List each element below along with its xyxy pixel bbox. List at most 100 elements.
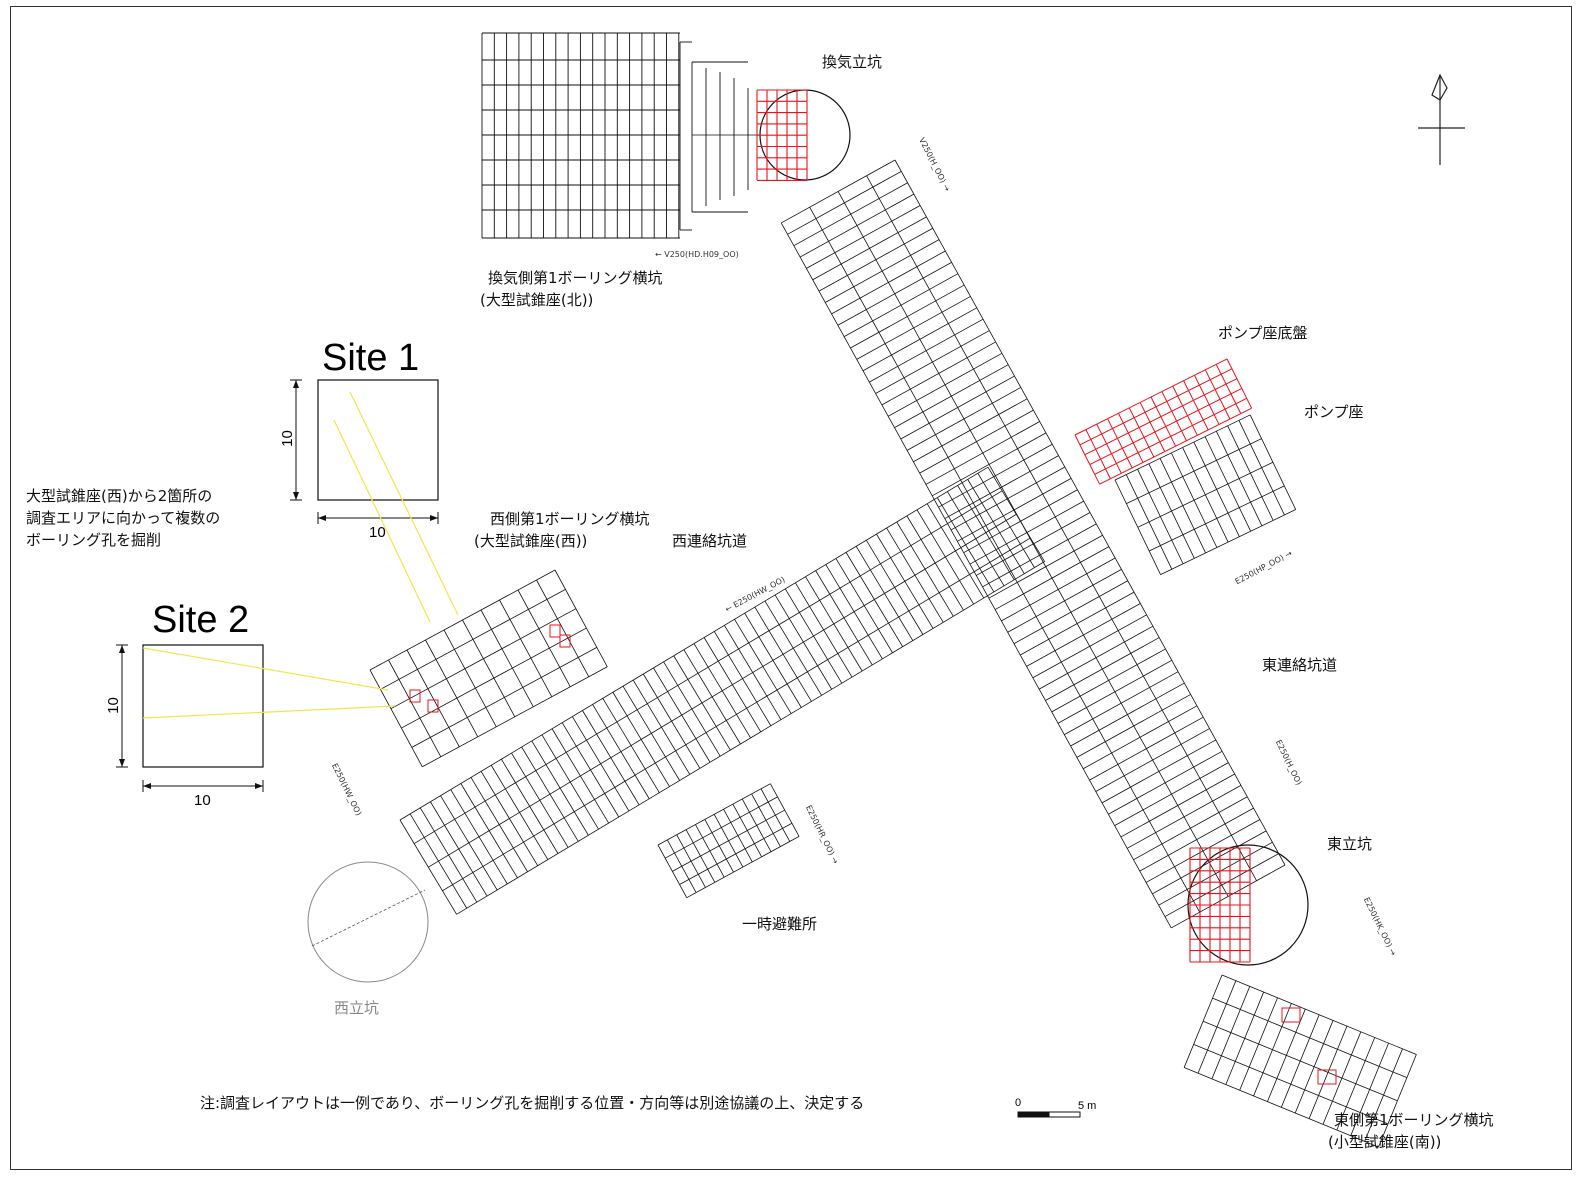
west-boring-gallery-grid (369, 569, 608, 768)
cross-line (1096, 423, 1122, 474)
long-line (1089, 388, 1243, 465)
cross-line (1215, 364, 1242, 414)
description-line-3: ボーリング孔を掘削 (26, 531, 162, 549)
long-line (837, 191, 1229, 897)
west-drift-label: 西連絡坑道 (672, 532, 748, 550)
site-1-area (290, 379, 439, 524)
east-boring-gallery-grid (1183, 974, 1417, 1148)
cross-line (1074, 434, 1101, 485)
site-1-height: 10 (278, 430, 296, 447)
long-line (1094, 397, 1247, 475)
site-2-title: Site 2 (152, 599, 250, 641)
boring-marker (549, 624, 561, 638)
long-line (1193, 1044, 1389, 1125)
boring-marker (427, 699, 439, 713)
scale-bar-end: 5 m (1078, 1100, 1097, 1112)
north-arrow-icon (1418, 73, 1465, 165)
frame-border (10, 6, 1572, 1170)
cross-line (1204, 369, 1231, 420)
site-2-height: 10 (104, 697, 122, 714)
cross-line (443, 629, 497, 727)
east-shaft-boring-grid (1189, 847, 1251, 963)
ventilation-shaft-boring-grid (756, 89, 808, 181)
long-line (1099, 407, 1252, 485)
long-line (1221, 974, 1417, 1055)
cross-line (554, 569, 608, 667)
long-line (442, 537, 1031, 892)
cross-line (536, 579, 590, 677)
scale-bar (1017, 1111, 1081, 1118)
boring-marker (409, 689, 421, 703)
long-line (809, 207, 1201, 913)
cross-line (499, 599, 553, 697)
pump-base-floor-grid (1074, 358, 1253, 485)
long-line (657, 783, 771, 846)
long-line (1114, 414, 1251, 481)
long-line (399, 466, 989, 821)
long-line (1160, 509, 1296, 575)
east-shaft-label: 東立坑 (1327, 835, 1373, 853)
long-line (401, 627, 587, 729)
cross-line (1107, 418, 1133, 469)
long-line (894, 159, 1286, 866)
cross-line (1139, 402, 1166, 452)
cross-line (517, 589, 571, 687)
main-diagonal-gallery (780, 159, 1286, 929)
cross-line (1117, 413, 1144, 463)
long-line (1148, 485, 1285, 552)
east-gallery-label-2: (小型試錐座(南)) (1328, 1133, 1442, 1151)
west-shaft-circle (307, 861, 429, 983)
long-line (780, 222, 1172, 929)
long-line (1137, 461, 1274, 528)
long-line (428, 514, 1017, 868)
long-line (422, 666, 608, 768)
west-shaft-label: 西立坑 (334, 999, 380, 1017)
long-line (1074, 358, 1228, 436)
ventilation-shaft-label: 換気立坑 (822, 53, 883, 71)
cross-line (406, 649, 460, 747)
cross-line (1183, 380, 1209, 431)
long-line (390, 608, 577, 710)
scale-bar-start: 0 (1015, 1097, 1022, 1109)
west-gallery-label-1: 西側第1ボーリング横坑 (490, 510, 650, 528)
east-shaft-circle (1187, 844, 1309, 966)
cross-line (1161, 391, 1187, 441)
cross-line (388, 659, 442, 757)
site-2-width: 10 (194, 792, 211, 809)
cross-line (1194, 375, 1220, 425)
temporary-refuge-grid (657, 783, 800, 899)
north-gallery-label-1: 換気側第1ボーリング横坑 (488, 269, 663, 287)
boring-marker (559, 634, 571, 648)
mark-v250-north: ← V250(HD.H09_OO) (655, 250, 739, 259)
north-gallery-grid (481, 32, 760, 239)
cross-line (1085, 429, 1111, 479)
long-line (686, 836, 800, 899)
east-drift-label: 東連絡坑道 (1262, 656, 1338, 674)
cross-line (1128, 407, 1155, 458)
long-line (1084, 378, 1238, 456)
long-line (866, 175, 1257, 881)
long-line (411, 647, 598, 748)
boring-marker (1317, 1069, 1337, 1085)
cross-line (462, 619, 516, 717)
cross-line (369, 669, 423, 767)
long-line (1126, 438, 1262, 505)
north-gallery-label-2: (大型試錐座(北)) (480, 291, 594, 309)
long-line (672, 809, 785, 872)
pump-base-label: ポンプ座 (1304, 403, 1364, 421)
pump-base-floor-label: ポンプ座底盤 (1218, 324, 1308, 342)
long-line (679, 822, 793, 885)
site-2-area (116, 644, 264, 792)
site-1-title: Site 1 (322, 337, 420, 379)
cross-line (1172, 385, 1198, 436)
long-line (380, 589, 566, 690)
long-line (1202, 1020, 1398, 1102)
long-line (1212, 997, 1408, 1079)
cross-line (480, 609, 534, 707)
long-line (1079, 368, 1233, 446)
long-line (413, 490, 1003, 844)
cross-line (1226, 358, 1253, 409)
cross-line (1150, 396, 1177, 447)
boring-marker (1281, 1007, 1301, 1023)
